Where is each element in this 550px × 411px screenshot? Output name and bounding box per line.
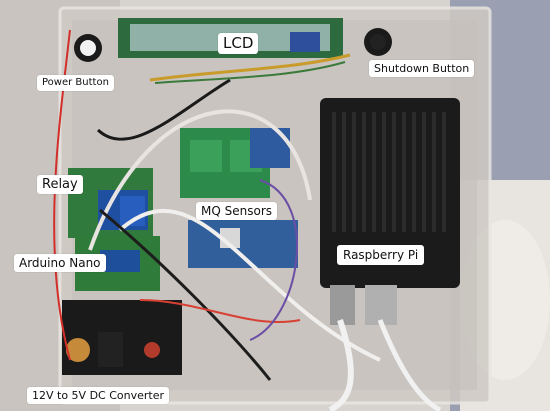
arduino-nano-label: Arduino Nano — [14, 254, 106, 272]
lcd-label: LCD — [218, 33, 259, 54]
power-button-label: Power Button — [37, 75, 114, 91]
raspberry-pi-label: Raspberry Pi — [337, 245, 425, 265]
shutdown-button-label: Shutdown Button — [369, 60, 475, 77]
mq-sensors-label: MQ Sensors — [196, 202, 277, 220]
dc-converter-label: 12V to 5V DC Converter — [27, 387, 170, 404]
relay-label: Relay — [37, 175, 83, 194]
